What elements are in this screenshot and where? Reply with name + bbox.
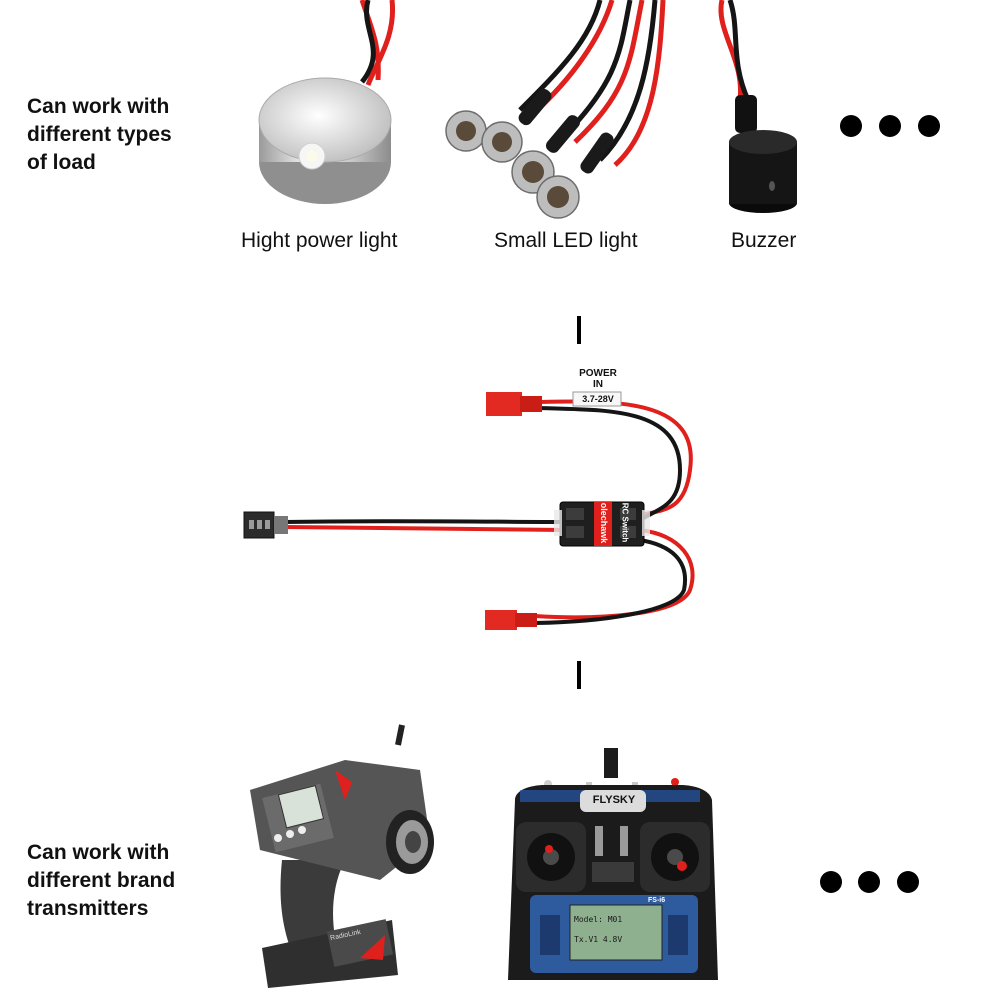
connector-bar-top: [577, 316, 581, 344]
power-label: POWER IN: [577, 368, 619, 390]
transmitter-heading-line-3: transmitters: [27, 897, 149, 920]
flysky-screen-line-2: Tx.V1 4.8V: [574, 935, 623, 944]
power-label-line-1: POWER: [579, 368, 617, 379]
ellipsis-dot: [858, 871, 880, 893]
high-power-light-caption: Hight power light: [241, 229, 398, 252]
ellipsis-dot: [820, 871, 842, 893]
connector-bar-bottom: [577, 661, 581, 689]
buzzer-caption: Buzzer: [731, 229, 797, 252]
ellipsis-dot: [897, 871, 919, 893]
transmitter-brands-heading: Can work with different brand transmitte…: [27, 839, 175, 923]
ellipsis-dot: [879, 115, 901, 137]
load-heading-line-3: of load: [27, 151, 96, 174]
load-heading-line-2: different types: [27, 123, 172, 146]
voltage-label: 3.7-28V: [582, 394, 614, 404]
flysky-model-label: FS-i6: [648, 897, 666, 904]
flysky-screen-line-1: Model: M01: [574, 915, 623, 924]
small-led-light-caption: Small LED light: [494, 229, 638, 252]
flysky-brand-label: FLYSKY: [592, 794, 636, 806]
load-heading-line-1: Can work with: [27, 95, 170, 118]
ellipsis-dot: [840, 115, 862, 137]
power-label-line-2: IN: [593, 379, 603, 390]
transmitter-heading-line-2: different brand: [27, 869, 176, 892]
ellipsis-dot: [918, 115, 940, 137]
load-types-heading: Can work with different types of load: [27, 93, 172, 177]
transmitter-heading-line-1: Can work with: [27, 841, 170, 864]
